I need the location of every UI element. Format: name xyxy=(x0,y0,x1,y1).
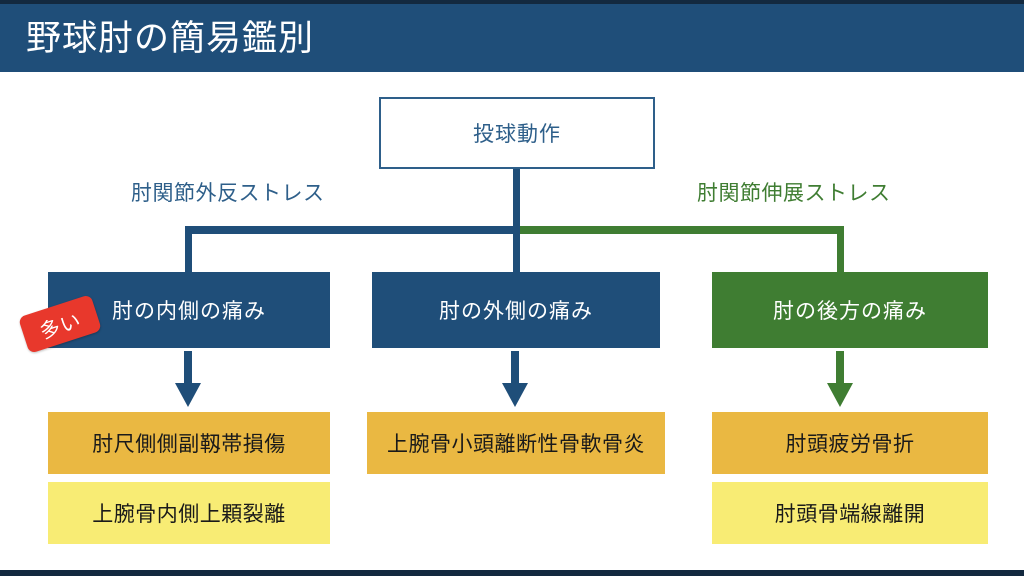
connector-horizontal-left xyxy=(185,226,520,234)
node-root-label: 投球動作 xyxy=(473,123,561,146)
connector-drop-left xyxy=(185,226,192,272)
diagnosis-olecranon-epiphyseal-separation-label: 肘頭骨端線離開 xyxy=(774,503,926,526)
branch-label-valgus-stress: 肘関節外反ストレス xyxy=(131,182,325,205)
arrow-down-icon-lateral xyxy=(502,351,528,407)
node-posterior-elbow-pain-label: 肘の後方の痛み xyxy=(773,300,927,323)
connector-horizontal-right xyxy=(519,226,844,234)
arrow-down-icon-medial xyxy=(175,351,201,407)
diagnosis-medial-epicondyle-avulsion-label: 上腕骨内側上顆裂離 xyxy=(92,503,286,526)
connector-drop-middle xyxy=(513,226,520,272)
branch-label-extension-stress: 肘関節伸展ストレス xyxy=(697,182,891,205)
top-rule xyxy=(0,0,1024,5)
page-title: 野球肘の簡易鑑別 xyxy=(26,19,315,58)
diagnosis-capitellum-ocd-label: 上腕骨小頭離断性骨軟骨炎 xyxy=(387,433,645,456)
header-banner: 野球肘の簡易鑑別 xyxy=(0,4,1024,72)
connector-drop-right xyxy=(837,226,844,272)
diagnosis-capitellum-ocd[interactable]: 上腕骨小頭離断性骨軟骨炎 xyxy=(367,412,665,474)
diagnosis-medial-epicondyle-avulsion[interactable]: 上腕骨内側上顆裂離 xyxy=(48,482,330,544)
diagnosis-ucl-injury[interactable]: 肘尺側側副靱帯損傷 xyxy=(48,412,330,474)
diagnosis-olecranon-stress-fracture[interactable]: 肘頭疲労骨折 xyxy=(712,412,988,474)
frequency-badge-label: 多い xyxy=(37,309,85,344)
node-posterior-elbow-pain[interactable]: 肘の後方の痛み xyxy=(712,272,988,348)
diagnosis-olecranon-stress-fracture-label: 肘頭疲労骨折 xyxy=(785,433,915,456)
node-lateral-elbow-pain[interactable]: 肘の外側の痛み xyxy=(372,272,660,348)
diagnosis-olecranon-epiphyseal-separation[interactable]: 肘頭骨端線離開 xyxy=(712,482,988,544)
diagnosis-ucl-injury-label: 肘尺側側副靱帯損傷 xyxy=(92,433,286,456)
diagram-area: 投球動作 肘関節外反ストレス 肘関節伸展ストレス 多い 肘の内側の痛み 肘の外側… xyxy=(0,73,1024,570)
connector-trunk xyxy=(513,169,520,233)
node-root-pitching-motion[interactable]: 投球動作 xyxy=(379,97,655,169)
node-lateral-elbow-pain-label: 肘の外側の痛み xyxy=(439,300,593,323)
bottom-rule xyxy=(0,570,1024,576)
arrow-down-icon-posterior xyxy=(827,351,853,407)
node-medial-elbow-pain-label: 肘の内側の痛み xyxy=(112,300,266,323)
